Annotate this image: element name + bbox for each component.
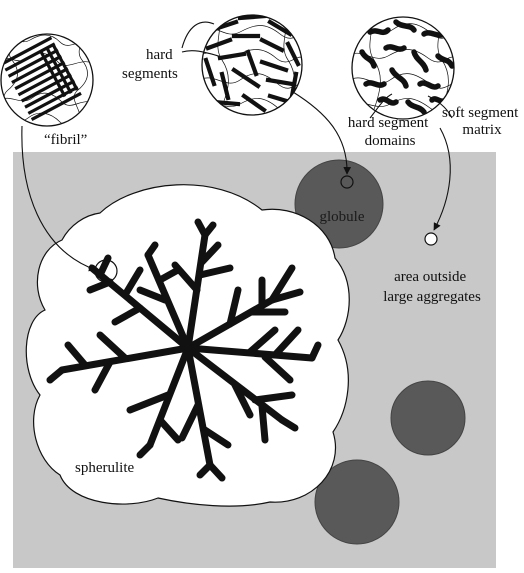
spherulite-label: spherulite [75, 460, 134, 476]
fibril-inset [0, 30, 95, 130]
soft-matrix-label-line2: matrix [462, 122, 502, 138]
soft-matrix-label-line1: soft segment [442, 105, 519, 121]
area-outside-label-line1: area outside [394, 269, 466, 285]
area-outside-label-line2: large aggregates [383, 289, 481, 305]
globule-label: globule [320, 209, 365, 225]
hard-domains-label-line1: hard segment [348, 115, 429, 131]
fibril-label: “fibril” [44, 132, 87, 148]
soft-segment-matrix-label: soft segment matrix [442, 105, 522, 138]
hard-segment-domains-label: hard segment domains [348, 115, 432, 149]
hard-segments-label-line1: hard [146, 47, 173, 63]
globule-right [391, 381, 465, 455]
hard-segments-label: hard segments [122, 47, 178, 82]
hard-domains-label-line2: domains [365, 133, 416, 149]
soft-matrix-target-circle [425, 233, 437, 245]
hard-segments-inset [200, 15, 305, 115]
hard-segments-label-line2: segments [122, 66, 178, 82]
